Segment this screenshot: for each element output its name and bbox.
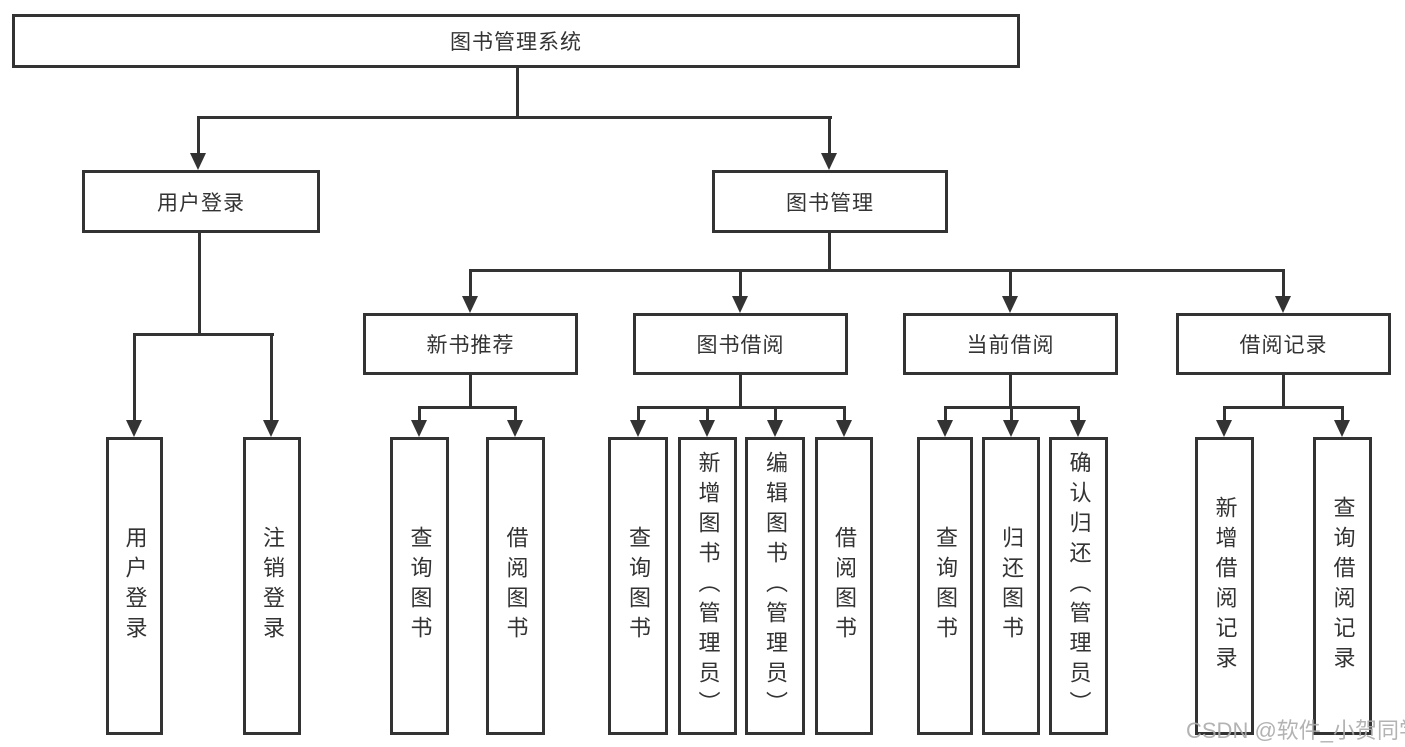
leaf-query-books-current: 查询图书	[917, 437, 973, 735]
leaf-label: 编辑图书（管理员）	[763, 451, 788, 721]
arrow-down-icon	[1334, 406, 1351, 437]
node-user-login: 用户登录	[82, 170, 320, 233]
node-label: 图书管理	[786, 191, 874, 215]
leaf-return-books: 归还图书	[982, 437, 1040, 735]
leaf-label: 归还图书	[999, 526, 1024, 646]
leaf-label: 新增借阅记录	[1212, 496, 1238, 676]
leaf-label: 查询图书	[626, 526, 651, 646]
arrow-down-icon	[1003, 406, 1020, 437]
arrow-down-icon	[767, 406, 784, 437]
leaf-user-login: 用户登录	[106, 437, 163, 735]
arrow-down-icon	[1002, 269, 1019, 313]
arrow-down-icon	[630, 406, 647, 437]
connector-line	[739, 374, 742, 409]
arrow-down-icon	[1070, 406, 1087, 437]
node-label: 图书借阅	[696, 334, 785, 357]
connector-line	[418, 406, 517, 409]
leaf-confirm-return-admin: 确认归还（管理员）	[1049, 437, 1108, 735]
node-book-borrowing: 图书借阅	[633, 313, 848, 375]
connector-line	[1282, 374, 1285, 409]
arrow-down-icon	[1275, 269, 1292, 313]
connector-line	[637, 406, 846, 409]
node-current-borrowing: 当前借阅	[903, 313, 1118, 375]
arrow-down-icon	[462, 269, 479, 313]
arrow-down-icon	[411, 406, 428, 437]
connector-line	[198, 232, 201, 336]
leaf-borrow-books: 借阅图书	[815, 437, 873, 735]
connector-line	[469, 374, 472, 409]
arrow-down-icon	[1216, 406, 1233, 437]
leaf-label: 注销登录	[260, 526, 285, 646]
leaf-query-borrow-record: 查询借阅记录	[1313, 437, 1372, 735]
leaf-query-books-recommend: 查询图书	[390, 437, 449, 735]
arrow-down-icon	[699, 406, 716, 437]
arrow-down-icon	[190, 116, 207, 170]
connector-line	[197, 116, 832, 119]
leaf-label: 借阅图书	[832, 526, 857, 646]
leaf-logout: 注销登录	[243, 437, 301, 735]
arrow-down-icon	[836, 406, 853, 437]
leaf-add-borrow-record: 新增借阅记录	[1195, 437, 1254, 735]
connector-line	[516, 66, 519, 118]
leaf-edit-book-admin: 编辑图书（管理员）	[745, 437, 805, 735]
leaf-label: 用户登录	[122, 526, 148, 646]
leaf-label: 查询借阅记录	[1330, 496, 1356, 676]
arrow-down-icon	[126, 333, 143, 437]
connector-line	[828, 232, 831, 272]
node-label: 新书推荐	[426, 334, 515, 357]
node-borrow-records: 借阅记录	[1176, 313, 1391, 375]
leaf-label: 查询图书	[933, 526, 958, 646]
leaf-borrow-books-recommend: 借阅图书	[486, 437, 545, 735]
connector-line	[1223, 406, 1344, 409]
connector-line	[133, 333, 274, 336]
arrow-down-icon	[937, 406, 954, 437]
node-label: 用户登录	[157, 191, 245, 215]
node-new-book-recommend: 新书推荐	[363, 313, 578, 375]
connector-line	[469, 269, 1284, 272]
leaf-query-books-borrowing: 查询图书	[608, 437, 668, 735]
node-label: 借阅记录	[1239, 334, 1328, 357]
leaf-label: 查询图书	[407, 526, 433, 646]
node-book-management: 图书管理	[712, 170, 948, 233]
watermark: CSDN @软件_小贺同学	[1186, 718, 1405, 743]
leaf-label: 确认归还（管理员）	[1066, 451, 1092, 721]
arrow-down-icon	[821, 116, 838, 170]
connector-line	[1009, 374, 1012, 409]
leaf-label: 借阅图书	[503, 526, 529, 646]
arrow-down-icon	[732, 269, 749, 313]
arrow-down-icon	[507, 406, 524, 437]
node-label: 当前借阅	[966, 334, 1055, 357]
node-label: 图书管理系统	[450, 31, 582, 54]
node-root-system: 图书管理系统	[12, 14, 1020, 68]
arrow-down-icon	[263, 333, 280, 437]
leaf-label: 新增图书（管理员）	[695, 451, 721, 721]
leaf-add-book-admin: 新增图书（管理员）	[678, 437, 737, 735]
